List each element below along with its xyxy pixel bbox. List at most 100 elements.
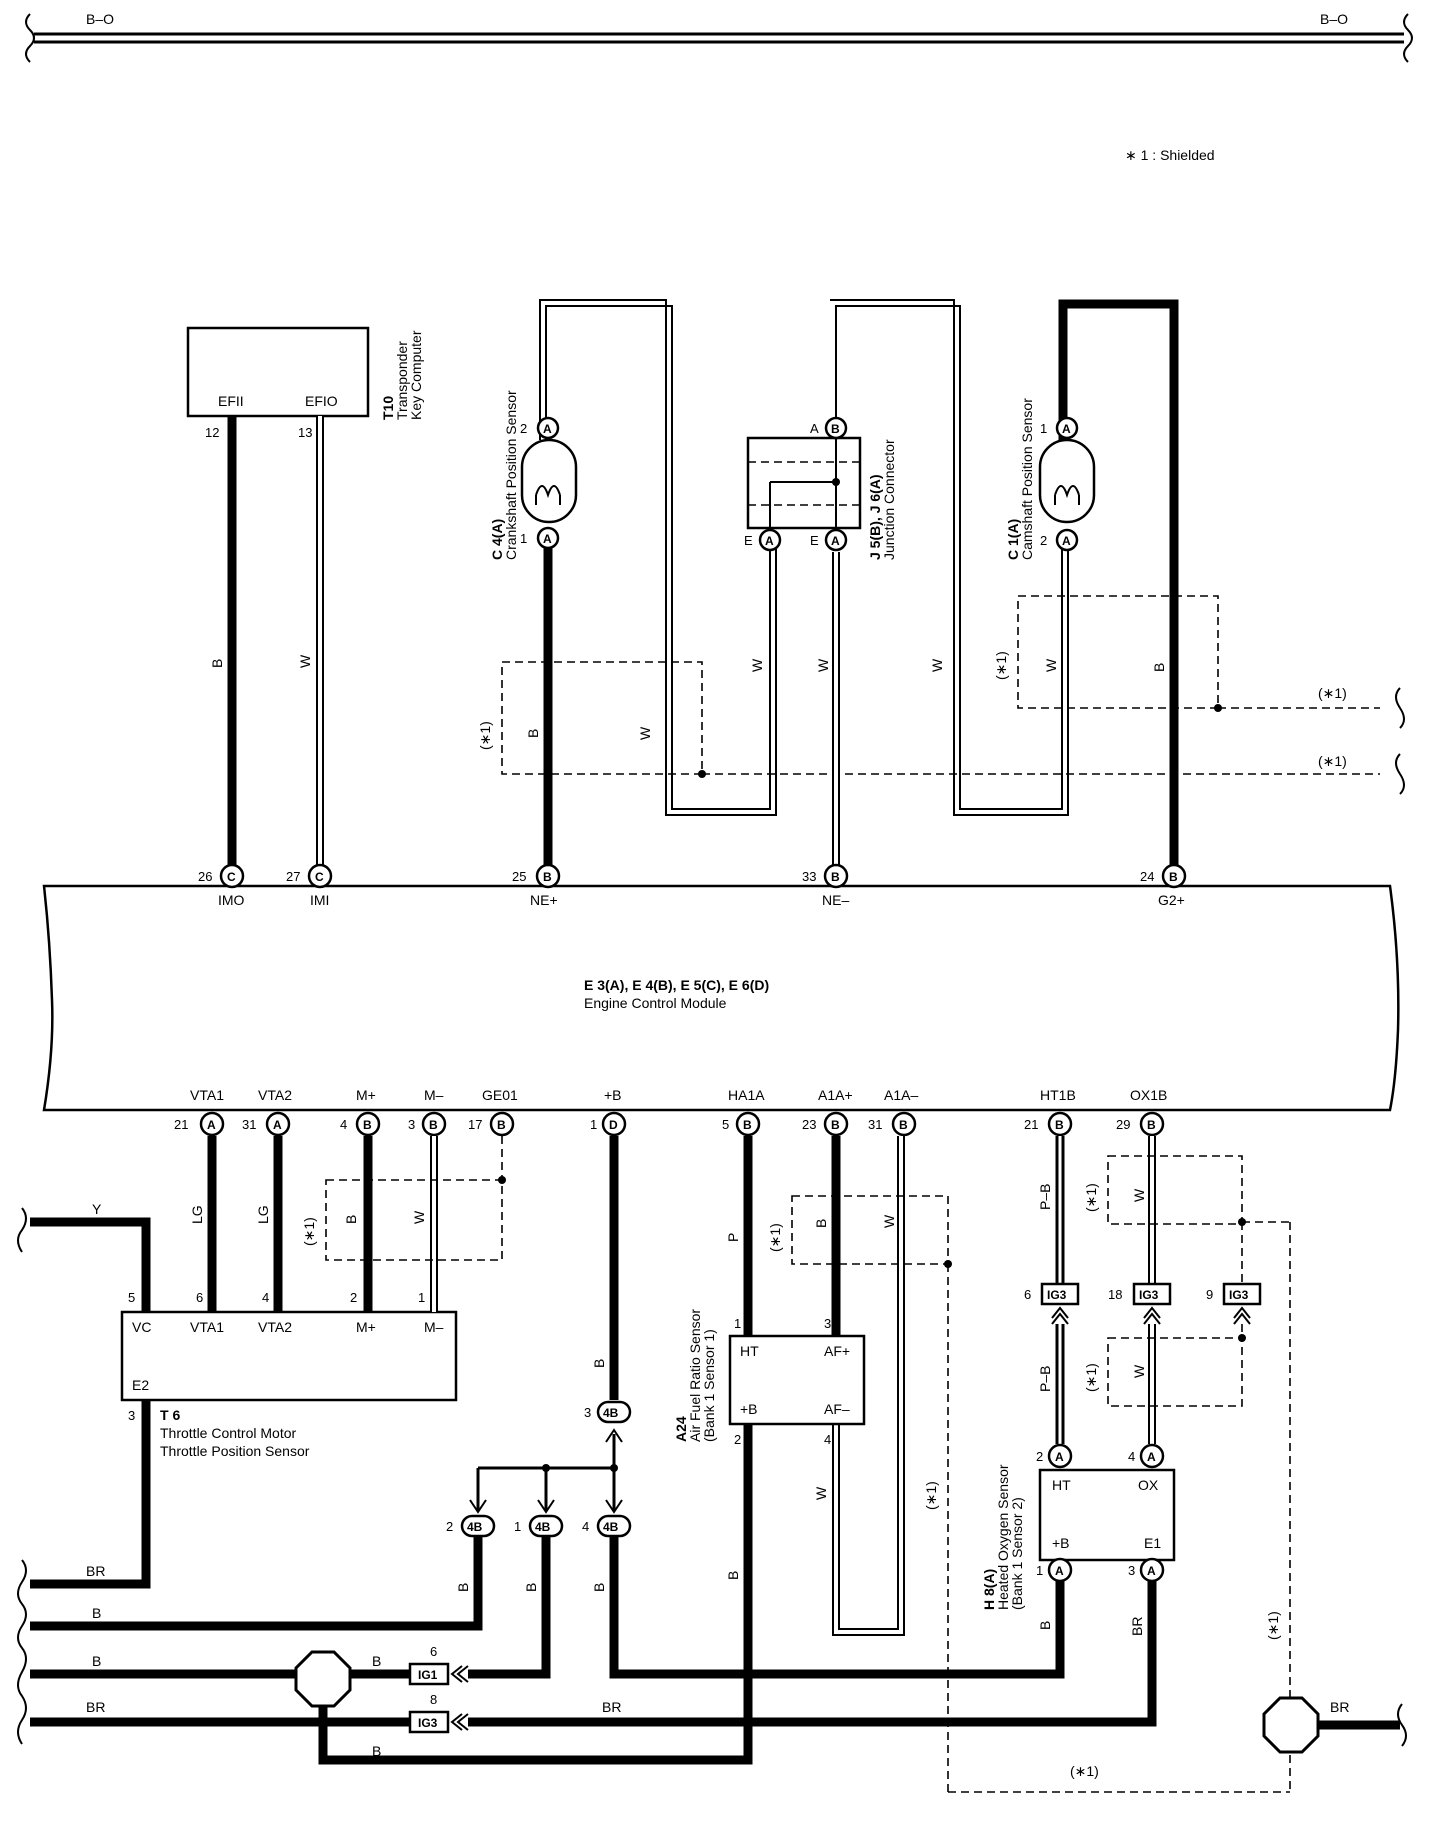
c1-name: Camshaft Position Sensor <box>1019 398 1035 560</box>
wire-color-b6: B <box>92 1605 101 1621</box>
wire-color-p: P <box>725 1233 741 1242</box>
wire-color-br5: BR <box>1330 1699 1349 1715</box>
wire-color-w5: W <box>929 658 945 672</box>
conn: B <box>899 1118 908 1132</box>
h8-pin-b-plus: +B <box>1052 1535 1070 1551</box>
t6-pin-m-plus: M+ <box>356 1319 376 1335</box>
wire-color-w6: W <box>1043 658 1059 672</box>
num: 4 <box>340 1117 347 1132</box>
right-ground-splice: BR <box>1262 1696 1407 1754</box>
shield-label-10: (∗1) <box>1083 1183 1099 1212</box>
t6-pin-vta1: VTA1 <box>190 1319 224 1335</box>
conn: B <box>831 870 840 884</box>
t6-num-6: 6 <box>196 1290 203 1305</box>
c4-pin-top: 2 <box>520 421 527 436</box>
c4-name: Crankshaft Position Sensor <box>503 390 519 560</box>
ig3c-num: 9 <box>1206 1287 1213 1302</box>
shield-legend: ∗ 1 : Shielded <box>1125 147 1215 163</box>
conn: B <box>1169 870 1178 884</box>
ig3a-label: IG3 <box>1047 1288 1067 1302</box>
wire-color-w4: W <box>815 658 831 672</box>
name: M– <box>424 1087 444 1103</box>
num: 24 <box>1140 869 1154 884</box>
shield-label-4: (∗1) <box>1318 685 1347 701</box>
a24-num-3: 3 <box>824 1316 831 1331</box>
conn: C <box>315 870 324 884</box>
ecm-term-m-plus: M+B4 <box>340 1087 381 1137</box>
a24-name2: (Bank 1 Sensor 1) <box>701 1329 717 1442</box>
num: 33 <box>802 869 816 884</box>
h8-conn1: A <box>1055 1450 1064 1464</box>
t6-pin-vta2: VTA2 <box>258 1319 292 1335</box>
ecm-term-m-minus: M–B3 <box>408 1087 447 1137</box>
num: 21 <box>1024 1117 1038 1132</box>
ecm-term-ne-plus: B 25 NE+ <box>512 863 561 908</box>
throttle-wiring: Y LG LG B W (∗1) <box>17 1136 506 1312</box>
j5-bot-conn1: A <box>765 534 774 548</box>
wire-color-b10: B <box>372 1743 381 1759</box>
c4b-j2-label: 4B <box>535 1520 551 1534</box>
plus-b-junction: B 4B 3 4B2 4B1 4B4 <box>446 1136 632 1538</box>
conn: A <box>207 1118 216 1132</box>
num: 3 <box>408 1117 415 1132</box>
num: 29 <box>1116 1117 1130 1132</box>
wire-color-lg2: LG <box>255 1205 271 1224</box>
t10-pin-efii: EFII <box>218 393 244 409</box>
t6-num-3: 3 <box>128 1408 135 1423</box>
h8-conn4: A <box>1147 1564 1156 1578</box>
wire-color-b4: B <box>343 1215 359 1224</box>
a24-pin-af-plus: AF+ <box>824 1343 850 1359</box>
a24-id: A24 <box>673 1416 689 1442</box>
wire-color-w: W <box>297 654 313 668</box>
h8-num-2: 2 <box>1036 1449 1043 1464</box>
ig3a-num: 6 <box>1024 1287 1031 1302</box>
h8-name1: Heated Oxygen Sensor <box>995 1464 1011 1610</box>
t6-num-4: 4 <box>262 1290 269 1305</box>
c1-conn-a1: A <box>1062 422 1071 436</box>
name: GE01 <box>482 1087 518 1103</box>
t6-pin-m-minus: M– <box>424 1319 444 1335</box>
h8-pin-ht: HT <box>1052 1477 1071 1493</box>
shield-label-9: (∗1) <box>1265 1611 1281 1640</box>
wire-color-b7: B <box>455 1583 471 1592</box>
c4-conn-a1: A <box>543 422 552 436</box>
wire-color-b2: B <box>525 729 541 738</box>
wire-color-w3: W <box>749 658 765 672</box>
j5-bot-pin2: E <box>810 533 819 548</box>
name: IMI <box>310 892 329 908</box>
t10-transponder: EFII EFIO 12 13 T10 Transponder Key Comp… <box>186 326 424 866</box>
t6-pin-vc: VC <box>132 1319 151 1335</box>
c1-pin-top: 1 <box>1040 421 1047 436</box>
a24-name1: Air Fuel Ratio Sensor <box>687 1309 703 1442</box>
wire-color-b8: B <box>92 1653 101 1669</box>
h8-conn3: A <box>1055 1564 1064 1578</box>
conn: B <box>743 1118 752 1132</box>
t6-name1: Throttle Control Motor <box>160 1425 296 1441</box>
c4-id: C 4(A) <box>489 519 505 560</box>
h8-num-1: 1 <box>1036 1563 1043 1578</box>
wire-color-pb2: P–B <box>1037 1366 1053 1392</box>
conn: B <box>543 870 552 884</box>
c1-camshaft-sensor: A A 1 2 C 1(A) Camshaft Position Sensor … <box>993 299 1405 866</box>
conn: B <box>363 1118 372 1132</box>
a24-num-2: 2 <box>734 1432 741 1447</box>
name: A1A– <box>884 1087 918 1103</box>
name: +B <box>604 1087 622 1103</box>
a24-num-1: 1 <box>734 1316 741 1331</box>
t10-pin-efio: EFIO <box>305 393 338 409</box>
wire-color-b15: B <box>725 1571 741 1580</box>
ecm-term-imi: C 27 IMI <box>286 863 333 908</box>
ig3b-label: IG3 <box>1139 1288 1159 1302</box>
ig3c-label: IG3 <box>1229 1288 1249 1302</box>
shield-label-1: (∗1) <box>477 721 493 750</box>
j5-name: Junction Connector <box>881 439 897 560</box>
conn: A <box>273 1118 282 1132</box>
c4b-j1-label: 4B <box>467 1520 483 1534</box>
num: 5 <box>722 1117 729 1132</box>
wire-color-lg: LG <box>189 1205 205 1224</box>
wire-color-br2: BR <box>86 1699 105 1715</box>
